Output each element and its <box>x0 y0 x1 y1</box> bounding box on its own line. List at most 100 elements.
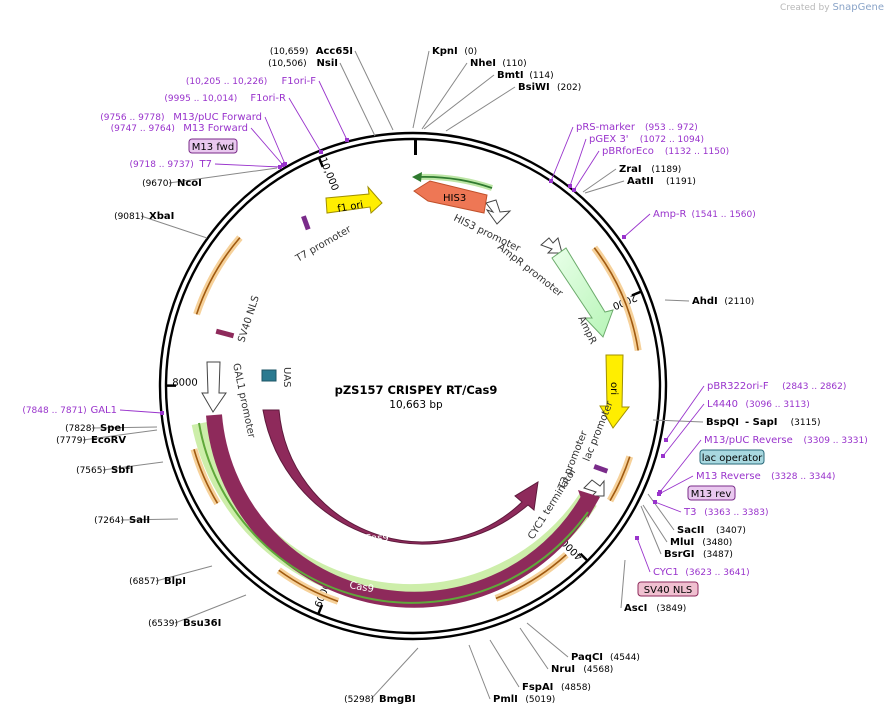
primer-pbr322ori-f[interactable]: pBR322ori-F(2843 .. 2862) <box>707 381 846 392</box>
blpi-leader-line <box>155 565 213 582</box>
lac-operator-box <box>699 449 765 465</box>
asci-leader-line <box>620 559 626 609</box>
gal1-name: GAL1 <box>90 405 117 416</box>
ahdi-leader-line <box>664 299 690 302</box>
enzyme-kpni[interactable]: KpnI(0) <box>432 46 477 57</box>
fspai-name: FspAI <box>522 682 553 693</box>
enzyme-blpi[interactable]: (6857)BlpI <box>129 576 186 587</box>
enzyme-fspai[interactable]: FspAI(4858) <box>522 682 591 693</box>
paqci-site: (4544) <box>610 653 640 663</box>
sv40-nls-box-label: SV40 NLS <box>644 585 693 596</box>
ecorv-name: EcoRV <box>91 435 126 446</box>
enzyme-bmti[interactable]: BmtI(114) <box>497 70 554 81</box>
primer-l4440[interactable]: L4440(3096 .. 3113) <box>707 399 810 410</box>
enzyme-mlui[interactable]: MluI(3480) <box>670 537 732 548</box>
bspqi-name: BspQI <box>706 417 739 428</box>
pbr322ori-f-range: (2843 .. 2862) <box>782 382 846 392</box>
primer-pgex-3[interactable]: pGEX 3'(1072 .. 1094) <box>589 134 704 145</box>
credit-prefix: Created by <box>780 3 830 13</box>
sali-site: (7264) <box>94 516 124 526</box>
nsii-name: NsiI <box>317 58 338 69</box>
sacii-leader-line <box>647 493 675 531</box>
feature-arc <box>193 449 219 504</box>
tick-mark <box>631 290 642 297</box>
spei-name: SpeI <box>100 423 125 434</box>
primer-m13-reverse[interactable]: M13 Reverse(3328 .. 3344) <box>696 471 835 482</box>
enzyme-sacii[interactable]: SacII(3407) <box>677 525 746 536</box>
prs-marker-primer-site <box>549 179 553 183</box>
enzyme-spei[interactable]: (7828)SpeI <box>65 423 125 434</box>
aatii-name: AatII <box>627 176 654 187</box>
nrui-leader-line <box>519 627 549 670</box>
primer-t7[interactable]: T7(9718 .. 9737) <box>130 159 212 170</box>
tick-mark <box>579 552 589 562</box>
primer-m13-puc-reverse[interactable]: M13/pUC Reverse(3309 .. 3331) <box>704 435 868 446</box>
enzyme-bsiwi[interactable]: BsiWI(202) <box>518 82 581 93</box>
enzyme-bsu36i[interactable]: (6539)Bsu36I <box>148 618 221 629</box>
enzyme-paqci[interactable]: PaqCI (4544) <box>571 652 640 663</box>
primer-amp-r[interactable]: Amp-R(1541 .. 1560) <box>653 209 756 220</box>
primer-f1ori-f[interactable]: F1ori-F(10,205 .. 10,226) <box>186 76 316 87</box>
mlui-name: MluI <box>670 537 694 548</box>
pmli-leader-line <box>468 644 491 700</box>
acc65i-site: (10,659) <box>270 47 309 57</box>
aatii-leader-line <box>584 180 625 194</box>
sali-leader-line <box>120 518 179 521</box>
enzyme-nrui[interactable]: NruI(4568) <box>551 664 613 675</box>
primer-t3[interactable]: T3(3363 .. 3383) <box>683 507 768 518</box>
kpni-name: KpnI <box>432 46 458 57</box>
enzyme-ahdi[interactable]: AhdI(2110) <box>692 296 754 307</box>
enzyme-pmli[interactable]: PmlI(5019) <box>493 694 555 705</box>
ncoi-site: (9670) <box>142 179 172 189</box>
primer-m13-forward[interactable]: M13 Forward(9747 .. 9764) <box>111 123 248 134</box>
m13-reverse-name: M13 Reverse <box>696 471 761 482</box>
m13-rev-box <box>687 485 736 501</box>
origin-marker <box>414 138 417 155</box>
enzyme-acc65i[interactable]: Acc65I(10,659) <box>270 46 353 57</box>
amp-r-range: (1541 .. 1560) <box>692 210 756 220</box>
amp-r-primer-site <box>622 235 626 239</box>
plasmid-size: 10,663 bp <box>389 399 443 411</box>
primer-prs-marker[interactable]: pRS-marker(953 .. 972) <box>576 122 698 133</box>
enzyme-bsrgi[interactable]: BsrGI(3487) <box>664 549 733 560</box>
enzyme-sbfi[interactable]: (7565)SbfI <box>76 465 133 476</box>
l4440-primer-site <box>661 454 665 458</box>
cyc1-name: CYC1 <box>653 567 679 578</box>
sv40-nls-box <box>637 581 699 597</box>
primer-pbrforeco[interactable]: pBRforEco(1132 .. 1150) <box>602 146 729 157</box>
amp-r-primer-leader <box>623 213 651 238</box>
primer-gal1[interactable]: GAL1(7848 .. 7871) <box>22 405 117 416</box>
gal1-promoter-arrow <box>201 361 227 413</box>
cas9-green-line <box>198 422 589 604</box>
nsii-site: (10,506) <box>268 59 307 69</box>
cyc1-primer-site <box>635 536 639 540</box>
enzyme-nsii[interactable]: NsiI (10,506) <box>268 58 338 69</box>
enzyme-ecorv[interactable]: (7779)EcoRV <box>56 435 126 446</box>
enzyme-asci[interactable]: AscI(3849) <box>624 603 686 614</box>
ori-arrow <box>599 354 631 429</box>
enzyme-ncoi[interactable]: (9670)NcoI <box>142 178 202 189</box>
enzyme-aatii[interactable]: AatII (1191) <box>627 176 696 187</box>
m13-forward-range: (9747 .. 9764) <box>111 124 175 134</box>
aatii-site: (1191) <box>666 177 696 187</box>
sbfi-leader-line <box>102 461 164 471</box>
ncoi-leader-line <box>168 167 278 184</box>
l4440-range: (3096 .. 3113) <box>746 400 810 410</box>
enzyme-zrai[interactable]: ZraI(1189) <box>619 164 681 175</box>
pmli-site: (5019) <box>525 695 555 705</box>
enzyme-bspqi[interactable]: BspQI- SapI(3115) <box>706 417 821 428</box>
t3-primer-site <box>653 500 657 504</box>
enzyme-sali[interactable]: (7264)SalI <box>94 515 150 526</box>
primer-f1ori-r[interactable]: F1ori-R(9995 .. 10,014) <box>164 93 286 104</box>
enzyme-bmgbi[interactable]: (5298)BmgBI <box>344 694 415 705</box>
enzyme-nhei[interactable]: NheI(110) <box>470 58 527 69</box>
pbrforeco-range: (1132 .. 1150) <box>665 147 729 157</box>
fspai-leader-line <box>489 639 520 688</box>
zrai-site: (1189) <box>651 165 681 175</box>
m13-forward-primer-site <box>281 163 285 167</box>
primer-m13-puc-forward[interactable]: M13/pUC Forward(9756 .. 9778) <box>100 112 262 123</box>
primer-cyc1[interactable]: CYC1(3623 .. 3641) <box>653 567 750 578</box>
enzyme-xbai[interactable]: (9081)XbaI <box>114 211 174 222</box>
m13-puc-forward-range: (9756 .. 9778) <box>100 113 164 123</box>
paqci-name: PaqCI <box>571 652 603 663</box>
